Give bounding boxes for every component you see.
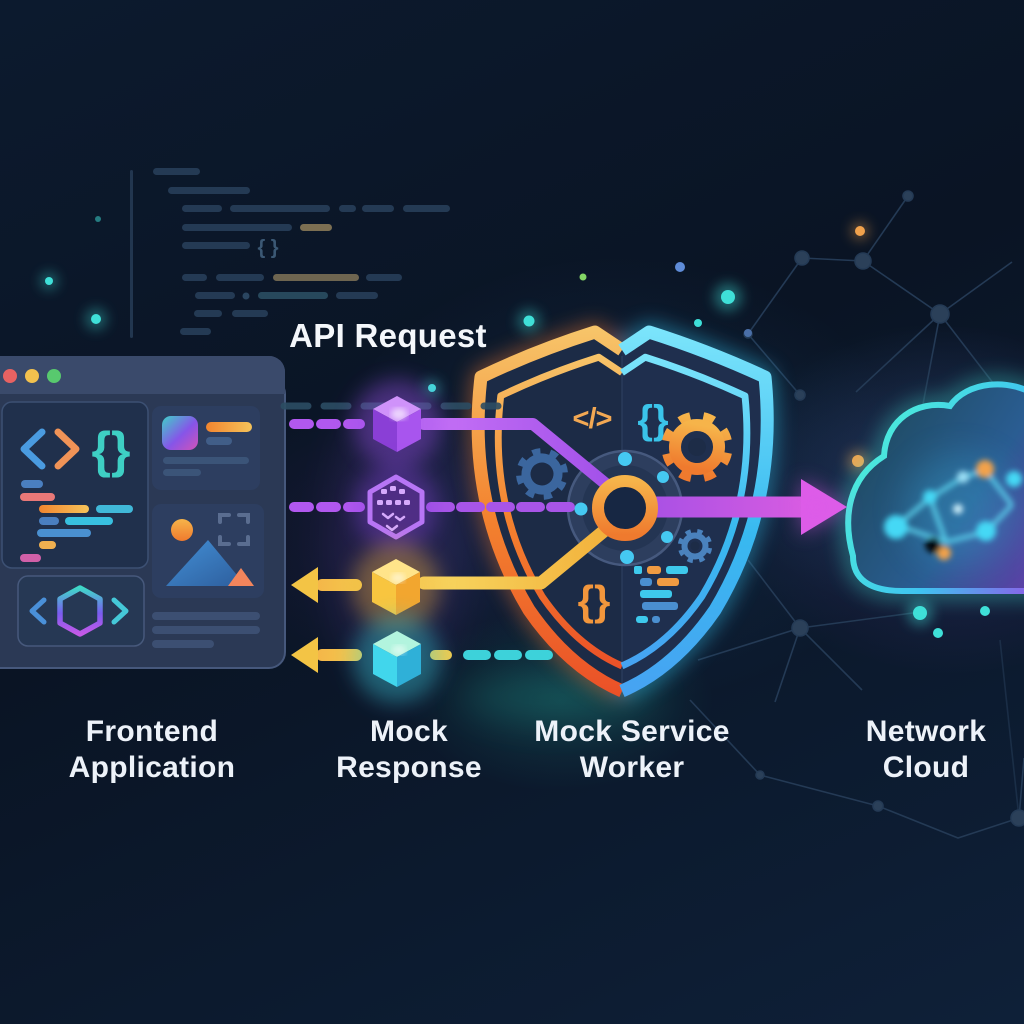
shield-inner-border <box>494 353 751 670</box>
gear-icon <box>677 528 713 564</box>
network-cloud-label: Network Cloud <box>865 715 987 784</box>
code-editor-panel: {} <box>1 401 149 569</box>
mountain-icon <box>166 540 246 586</box>
gear-icon <box>661 411 733 483</box>
mock-response-cubes <box>352 380 441 703</box>
faded-braces-icon: { } <box>257 237 278 259</box>
frontend-browser-window: {} <box>0 356 286 669</box>
editor-braces-icon: {} <box>92 422 131 478</box>
hub-dial-dots <box>574 452 673 564</box>
network-cloud <box>841 377 1024 598</box>
minimize-window-icon <box>25 369 39 383</box>
hexagon-component-box <box>17 575 145 647</box>
angle-left-icon <box>20 428 46 470</box>
request-line-to-shield <box>418 418 618 495</box>
gear-icon <box>516 448 568 500</box>
shield-outer-border <box>471 325 774 697</box>
shield-braces-bottom-icon: {} <box>578 577 611 624</box>
constellation-background <box>689 190 1024 839</box>
code-lines <box>20 480 133 562</box>
angle-left-icon <box>29 597 47 625</box>
maximize-window-icon <box>47 369 61 383</box>
mock-response-label: Mock Response <box>336 715 482 784</box>
mock-cube-cyan <box>353 615 441 703</box>
mock-service-worker-label: Mock Service Worker <box>534 715 730 784</box>
api-request-label: API Request <box>289 317 487 354</box>
angle-right-icon <box>54 428 80 470</box>
traffic-light-buttons <box>3 369 61 383</box>
hexagon-icon <box>57 585 103 637</box>
gradient-avatar-icon <box>162 416 198 450</box>
sun-icon <box>171 519 193 541</box>
mock-cube-yellow <box>352 543 440 631</box>
crop-marks-icon <box>218 513 250 546</box>
response-arrow-left <box>291 567 362 603</box>
close-window-icon <box>3 369 17 383</box>
code-tag-icon: </> <box>573 403 612 435</box>
window-footer-lines <box>152 612 260 648</box>
glow-dots <box>40 216 990 638</box>
mock-response-line <box>417 514 623 590</box>
angle-right-icon <box>111 597 129 625</box>
frontend-application-label: Frontend Application <box>68 715 236 784</box>
passthrough-arrow-to-cloud <box>630 479 847 535</box>
shield-braces-top-icon: {} <box>637 398 668 442</box>
profile-card <box>152 406 260 490</box>
hub-ring <box>574 452 673 564</box>
data-cube-outline-purple <box>354 463 438 551</box>
background-code-snippet: { } <box>130 168 450 338</box>
flow-connectors <box>280 402 847 673</box>
request-cube-purple <box>353 380 441 468</box>
response-arrow-left <box>291 637 362 673</box>
shield-code-lines <box>634 566 688 623</box>
cloud-network-nodes <box>884 455 1022 565</box>
image-card <box>152 504 264 598</box>
